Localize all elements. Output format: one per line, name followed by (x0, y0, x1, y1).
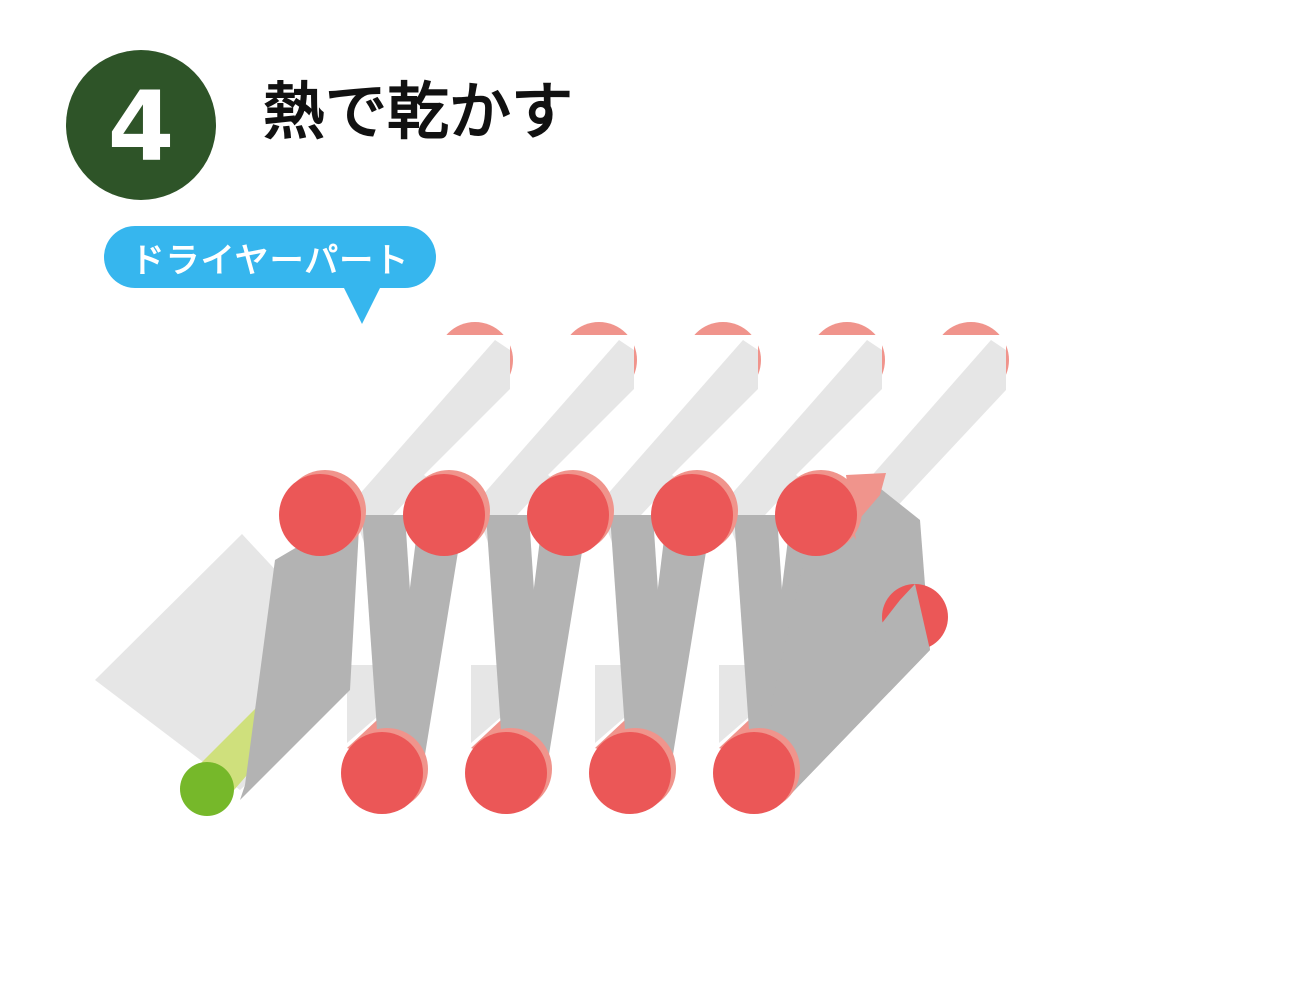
upper-dryer-cylinder (775, 474, 857, 556)
upper-felt-highlight (424, 335, 634, 520)
upper-felt-highlight (796, 335, 1006, 520)
upper-dryer-cylinder (279, 474, 361, 556)
paper-web-up-strand (387, 515, 464, 773)
upper-felt-band (722, 340, 882, 545)
upper-dryer-cylinder (403, 474, 485, 556)
paper-web (240, 473, 948, 800)
upper-felt-highlight (548, 335, 758, 520)
dryer-part-callout: ドライヤーパート (104, 226, 436, 288)
paper-web-exit-strand (760, 584, 930, 795)
callout-pointer (343, 286, 381, 324)
step-number-badge: 4 (66, 50, 216, 200)
upper-felt-band (598, 340, 758, 545)
paper-web-entry-strand (240, 510, 360, 800)
upper-felt-sheets (300, 322, 1009, 545)
upper-felt-highlight (672, 335, 882, 520)
upper-dryer-cylinder (651, 474, 733, 556)
upper-dryer-cylinder (527, 474, 609, 556)
lower-dryer-cylinders (341, 728, 800, 814)
upper-dryer-cylinders (279, 470, 862, 556)
paper-web-up-strand (511, 515, 588, 773)
lower-dryer-cylinder (713, 732, 795, 814)
lower-dryer-cylinder (341, 732, 423, 814)
upper-felt-band (474, 340, 634, 545)
upper-felt-highlight (300, 335, 510, 520)
paper-web-up-strand (635, 515, 712, 773)
paper-entry-roller (180, 762, 234, 816)
upper-felt-band (350, 340, 510, 545)
step-title: 熱で乾かす (263, 75, 574, 148)
paper-web-exit-block (752, 485, 930, 795)
lower-dryer-cylinder (589, 732, 671, 814)
step-number: 4 (107, 71, 175, 183)
dryer-part-label: ドライヤーパート (130, 240, 410, 281)
lower-dryer-cylinder (465, 732, 547, 814)
